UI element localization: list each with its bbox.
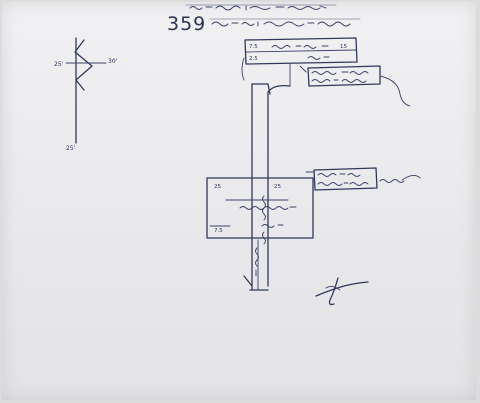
north-arrow: 25' 30' 25' [54,37,118,152]
middle-annotation [305,167,421,191]
signature [315,277,369,306]
north-arrow-label-left: 25' [54,61,64,68]
north-arrow-label-right: 30' [108,58,118,65]
header-scribble-line-2 [209,18,361,27]
top-plot: 7.5 2.5 15 [244,37,358,65]
middle-plot-label-left-bottom: 7.5 [214,228,223,234]
north-arrow-label-bottom: 25' [66,145,76,152]
middle-plot-label-left-top: 25 [214,184,221,190]
access-road [243,63,291,291]
header-scribble-line-1 [185,4,337,11]
top-annotation [241,57,411,107]
top-plot-width-bottom-left: 2.5 [249,56,258,62]
top-plot-width-top-left: 7.5 [249,44,258,50]
road-vertical-scribbles [255,195,266,277]
header-number: 359 [167,13,206,35]
middle-plot: 25 25 7.5 [206,177,314,239]
top-plot-width-right: 15 [340,44,347,50]
paper-sheet [2,2,476,400]
middle-plot-label-right-top: 25 [274,184,281,190]
